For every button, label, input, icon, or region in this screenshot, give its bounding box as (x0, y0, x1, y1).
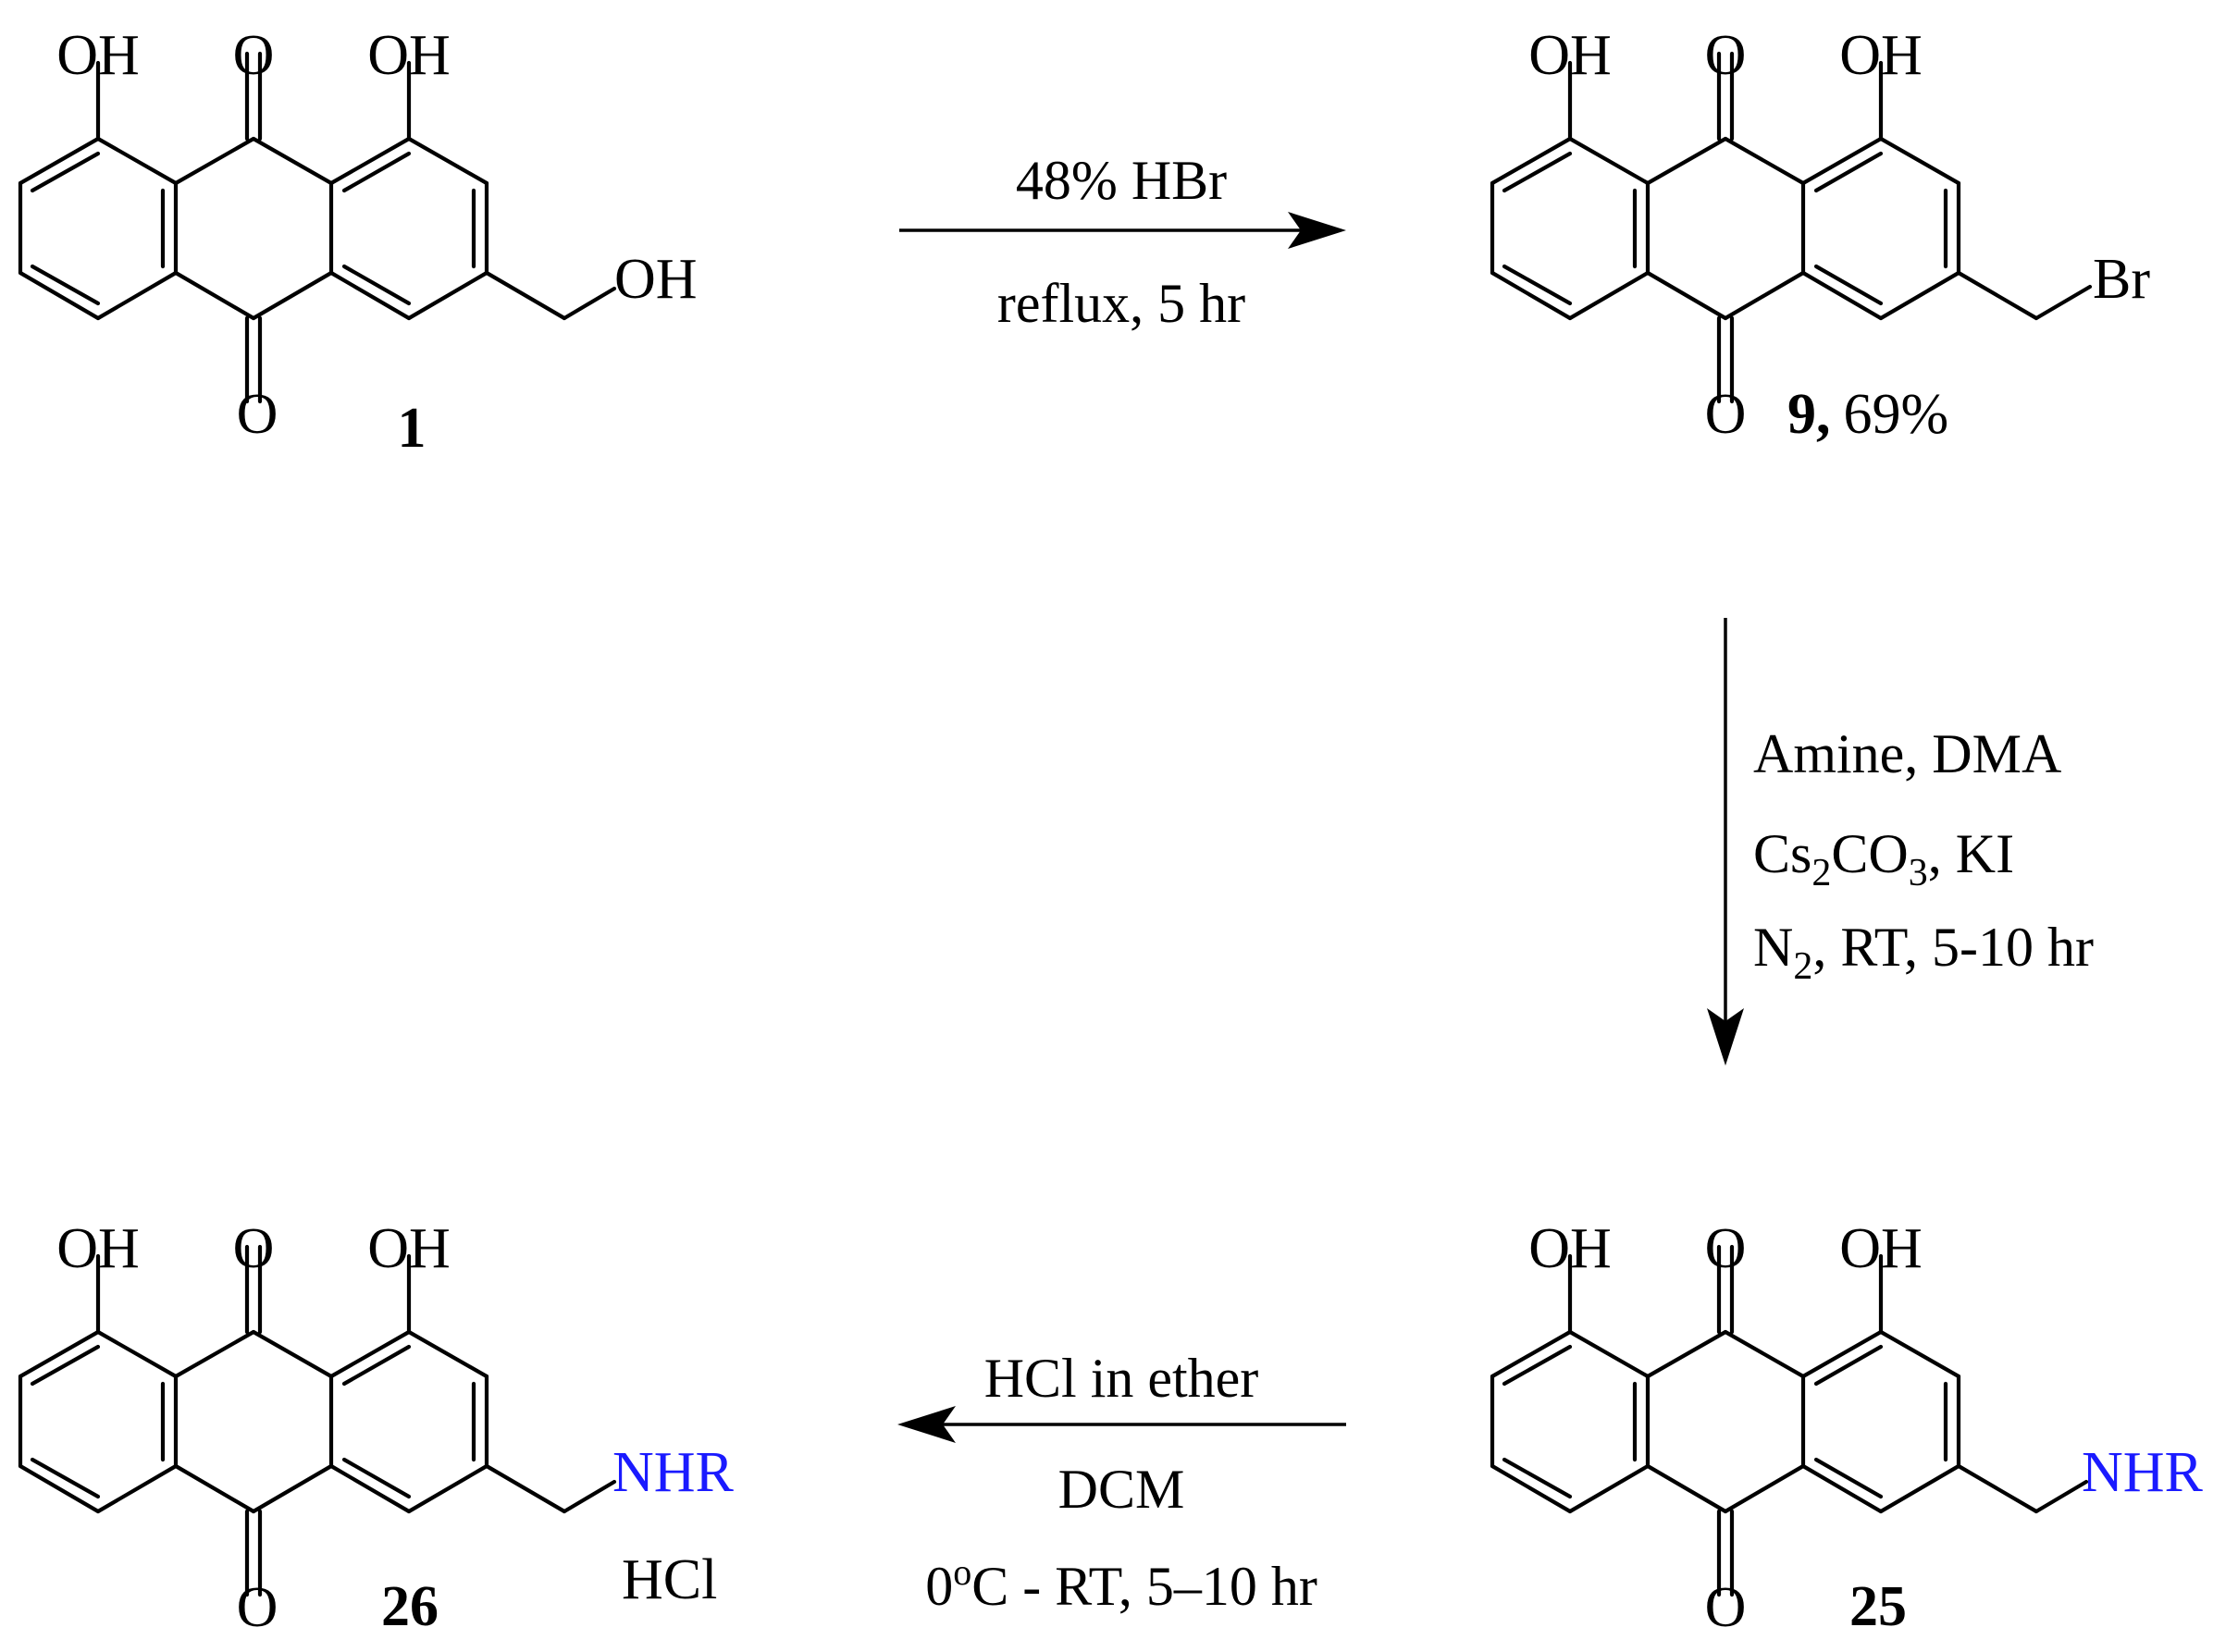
reaction-arrow-step1 (899, 212, 1346, 249)
carbonyl-oxygen-label: O (237, 383, 278, 446)
bromo-label: Br (2093, 248, 2150, 311)
carbonyl-oxygen-label: O (1705, 383, 1747, 446)
hydroxyl-label: OH (56, 24, 140, 87)
amine-label: NHR (2082, 1441, 2204, 1504)
hydroxyl-label: OH (56, 1217, 140, 1280)
step1-conditions: reflux, 5 hr (997, 273, 1245, 334)
hydroxyl-label: OH (367, 1217, 451, 1280)
compound-26 (20, 1247, 617, 1595)
carbonyl-oxygen-label: O (237, 1576, 278, 1639)
carbonyl-oxygen-label: O (233, 24, 275, 87)
hydroxymethyl-label: OH (614, 248, 698, 311)
compound-number: 1 (398, 397, 427, 460)
compound-1 (20, 54, 617, 401)
hydroxyl-label: OH (1528, 1217, 1612, 1280)
carbonyl-oxygen-label: O (1705, 1576, 1747, 1639)
step2-base: Cs2CO3, KI (1753, 823, 2014, 894)
step3-conditions: 0oC - RT, 5–10 hr (925, 1551, 1317, 1617)
compound-9 (1492, 54, 2093, 401)
hydrochloride-salt-label: HCl (622, 1548, 717, 1611)
step1-reagent: 48% HBr (1016, 150, 1227, 211)
hydroxyl-label: OH (367, 24, 451, 87)
hydroxyl-label: OH (1839, 1217, 1923, 1280)
carbonyl-oxygen-label: O (1705, 1217, 1747, 1280)
compound-number: 26 (381, 1575, 439, 1638)
step3-reagent: HCl in ether (984, 1348, 1259, 1409)
step3-solvent: DCM (1058, 1459, 1185, 1520)
carbonyl-oxygen-label: O (233, 1217, 275, 1280)
amine-label: NHR (612, 1441, 735, 1504)
compound-number: 25 (1849, 1575, 1907, 1638)
reaction-arrow-step3 (897, 1406, 1346, 1443)
compound-number-with-yield: 9,69% (1787, 383, 1948, 446)
step2-conditions: N2, RT, 5-10 hr (1753, 917, 2094, 988)
reaction-arrow-step2 (1707, 618, 1744, 1066)
compound-25 (1492, 1247, 2089, 1595)
carbonyl-oxygen-label: O (1705, 24, 1747, 87)
step2-reagents: Amine, DMA (1753, 723, 2061, 784)
hydroxyl-label: OH (1528, 24, 1612, 87)
hydroxyl-label: OH (1839, 24, 1923, 87)
